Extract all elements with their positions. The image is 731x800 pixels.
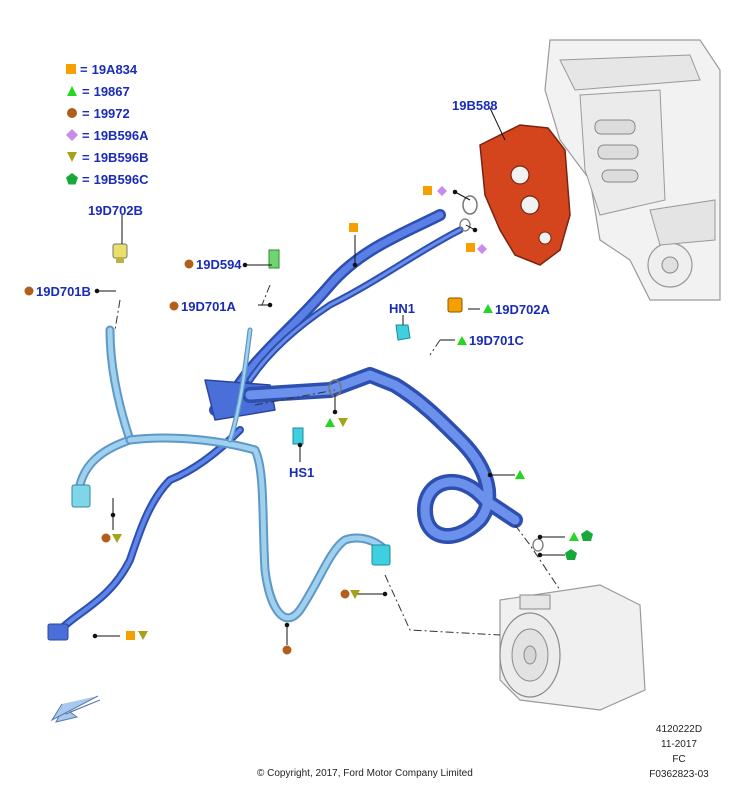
legend-code: 19A834 bbox=[91, 61, 138, 77]
reference-symbols bbox=[24, 186, 593, 655]
legend-item: = 19972 bbox=[66, 102, 149, 124]
legend-code: 19867 bbox=[93, 83, 130, 99]
purple-diamond-icon bbox=[66, 129, 78, 141]
doc-date: 11-2017 bbox=[661, 739, 697, 750]
doc-id: 4120222D bbox=[655, 724, 703, 735]
callout-19d701c: 19D701C bbox=[469, 333, 524, 348]
alignment-lines bbox=[114, 284, 561, 636]
legend-item: = 19B596C bbox=[66, 168, 149, 190]
legend-code: 19B596A bbox=[93, 127, 149, 143]
callout-hn1: HN1 bbox=[389, 301, 416, 316]
orange-square-icon bbox=[66, 64, 76, 74]
olive-down-triangle-icon bbox=[67, 152, 77, 162]
callout-19d701a: 19D701A bbox=[181, 299, 236, 314]
green-pentagon-icon bbox=[66, 173, 78, 185]
callout-hs1: HS1 bbox=[289, 465, 315, 480]
front-arrow-icon bbox=[50, 695, 101, 723]
doc-code: FC bbox=[672, 754, 686, 765]
figure-id: F0362823-03 bbox=[649, 769, 709, 780]
leader-lines bbox=[92, 189, 565, 645]
legend-item: = 19B596B bbox=[66, 146, 149, 168]
legend-equals: = bbox=[82, 105, 90, 121]
legend-item: = 19B596A bbox=[66, 124, 149, 146]
evaporator-gasket bbox=[479, 124, 571, 266]
legend-equals: = bbox=[80, 61, 88, 77]
brown-circle-icon bbox=[67, 108, 77, 118]
callout-19d702b: 19D702B bbox=[88, 203, 143, 218]
callout-19b588: 19B588 bbox=[452, 98, 498, 113]
parts-legend: = 19A834 = 19867 = 19972 = 19B596A = 19B… bbox=[66, 58, 149, 190]
green-triangle-icon bbox=[67, 86, 77, 96]
legend-equals: = bbox=[82, 149, 90, 165]
callout-19d701b: 19D701B bbox=[36, 284, 91, 299]
legend-item: = 19867 bbox=[66, 80, 149, 102]
legend-item: = 19A834 bbox=[66, 58, 149, 80]
legend-code: 19B596B bbox=[93, 149, 149, 165]
legend-equals: = bbox=[82, 171, 90, 187]
liquid-line bbox=[71, 325, 391, 623]
callout-19d594: 19D594 bbox=[196, 257, 242, 272]
legend-code: 19972 bbox=[93, 105, 130, 121]
legend-code: 19B596C bbox=[93, 171, 149, 187]
legend-equals: = bbox=[82, 83, 90, 99]
hvac-housing bbox=[544, 39, 721, 301]
legend-equals: = bbox=[82, 127, 90, 143]
callout-19d702a: 19D702A bbox=[495, 302, 550, 317]
copyright-text: © Copyright, 2017, Ford Motor Company Li… bbox=[257, 768, 473, 779]
ac-compressor bbox=[499, 584, 646, 711]
small-fittings bbox=[112, 195, 544, 552]
suction-line bbox=[47, 209, 523, 641]
